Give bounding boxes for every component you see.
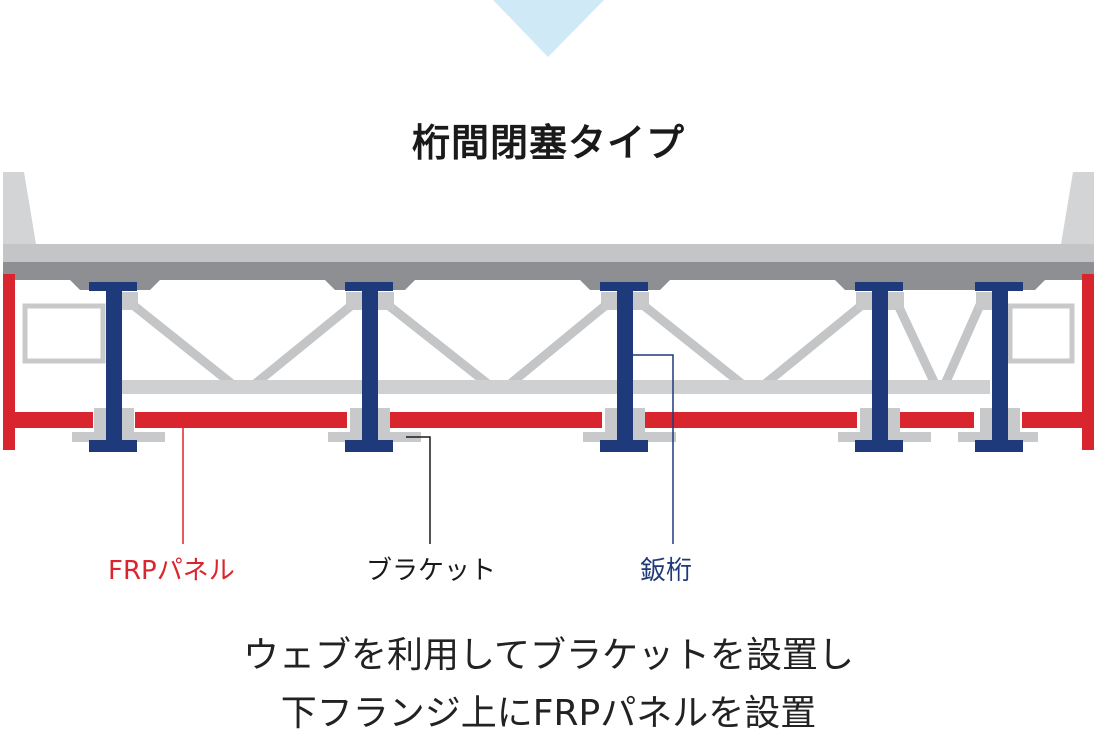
- bottom-lateral-strut: [118, 380, 990, 394]
- plate-girder: [89, 282, 1023, 452]
- end-diaphragm: [22, 303, 1075, 364]
- girder-leader-line: [633, 354, 674, 544]
- diagram-title: 桁間閉塞タイプ: [411, 121, 685, 165]
- bracket-label: ブラケット: [366, 556, 497, 586]
- caption-line-1: ウェブを利用してブラケットを設置し: [243, 635, 854, 676]
- frp-panel-label: FRPパネル: [108, 556, 235, 586]
- frp-panel: [3, 274, 1094, 450]
- bracket-leader-line: [406, 436, 431, 544]
- girder-label: 鈑桁: [640, 556, 693, 586]
- gusset-plate: [122, 292, 992, 310]
- down-arrow-icon: [493, 0, 604, 57]
- concrete-deck-slab: [3, 172, 1094, 290]
- caption-line-2: 下フランジ上にFRPパネルを設置: [280, 693, 817, 734]
- cross-bracing: [130, 301, 985, 388]
